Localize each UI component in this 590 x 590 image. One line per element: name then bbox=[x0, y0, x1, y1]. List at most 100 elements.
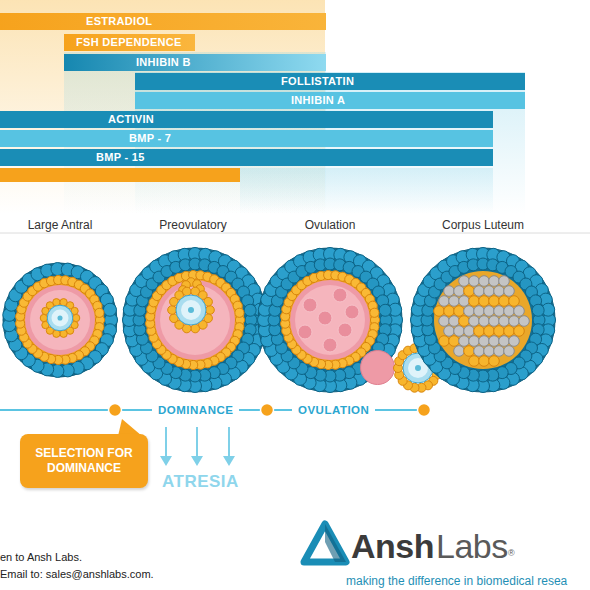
stage-label: Preovulatory bbox=[118, 218, 268, 232]
luteal-cell bbox=[474, 346, 485, 357]
luteal-cell bbox=[474, 286, 485, 297]
arrow-shaft bbox=[165, 427, 167, 459]
follicle bbox=[3, 263, 118, 378]
luteal-cell bbox=[464, 346, 475, 357]
luteal-cell bbox=[454, 346, 465, 357]
ooplasm bbox=[52, 310, 69, 327]
logo-word: Ansh bbox=[351, 527, 434, 566]
luteal-cell bbox=[484, 286, 495, 297]
theca-cells bbox=[133, 258, 257, 382]
cumulus-cells bbox=[40, 299, 80, 338]
cell bbox=[206, 306, 215, 315]
luteal-cell bbox=[469, 276, 480, 287]
luteal-cell bbox=[479, 276, 490, 287]
luteal-cell bbox=[504, 346, 515, 357]
cumulus-cells bbox=[168, 287, 215, 333]
nucleus bbox=[188, 307, 194, 313]
cell bbox=[72, 314, 79, 321]
luteal-cell bbox=[449, 316, 460, 327]
luteal-cell bbox=[454, 326, 465, 337]
follicle bbox=[258, 248, 443, 393]
luteal-cell bbox=[444, 326, 455, 337]
antrum bbox=[155, 280, 235, 360]
antrum-texture bbox=[318, 311, 332, 325]
registered-mark: ® bbox=[508, 548, 515, 558]
cell bbox=[370, 308, 379, 317]
luteal-cell bbox=[509, 336, 520, 347]
arrow-head bbox=[223, 456, 235, 466]
arrow-shaft bbox=[196, 427, 198, 459]
atresia-arrows bbox=[160, 427, 235, 466]
luteal-cell bbox=[494, 346, 505, 357]
stage-label: Ovulation bbox=[255, 218, 405, 232]
luteal-cell bbox=[439, 296, 450, 307]
timeline-dot bbox=[418, 404, 431, 417]
zona bbox=[47, 305, 73, 331]
rupture-site bbox=[361, 351, 395, 385]
bar-label: BMP - 7 bbox=[129, 130, 171, 147]
granulosa-cells bbox=[146, 270, 245, 369]
arrow-head bbox=[191, 456, 203, 466]
phase-label: OVULATION bbox=[292, 403, 375, 417]
luteal-cell bbox=[509, 296, 520, 307]
antrum-texture bbox=[303, 298, 317, 312]
luteal-cell bbox=[514, 326, 525, 337]
antrum-texture bbox=[333, 288, 347, 302]
granulosa-cells bbox=[281, 270, 380, 369]
bar-label: INHIBIN B bbox=[136, 54, 191, 71]
hormone-bar: ESTRADIOL bbox=[0, 13, 326, 30]
luteal-cell bbox=[444, 306, 455, 317]
cell bbox=[95, 308, 104, 317]
fade-panel bbox=[240, 168, 493, 214]
luteal-cell bbox=[504, 306, 515, 317]
logo-word: Labs bbox=[436, 527, 508, 566]
oocyte bbox=[168, 287, 215, 333]
follicle-illustration bbox=[408, 215, 558, 395]
luteal-cell bbox=[489, 296, 500, 307]
antrum-texture bbox=[323, 338, 337, 352]
tagline: making the difference in biomedical rese… bbox=[346, 574, 567, 588]
antrum-texture bbox=[338, 323, 352, 337]
cell bbox=[379, 304, 391, 316]
luteal-cell bbox=[479, 336, 490, 347]
luteal-cell bbox=[494, 326, 505, 337]
luteal-cell bbox=[484, 326, 495, 337]
granulosa-cells bbox=[16, 275, 105, 364]
cell bbox=[182, 287, 191, 296]
footer-text: Email to: sales@anshlabs.com. bbox=[0, 568, 154, 580]
cell bbox=[244, 304, 256, 316]
zona bbox=[176, 295, 206, 325]
follicle-stage: Corpus Luteum bbox=[408, 215, 558, 395]
theca-layer bbox=[258, 248, 402, 392]
bar-label: BMP - 15 bbox=[96, 149, 145, 166]
hormone-bar bbox=[0, 168, 240, 182]
follicle bbox=[411, 248, 556, 393]
luteal-cell bbox=[469, 296, 480, 307]
theca-cells bbox=[3, 263, 118, 378]
luteal-cell bbox=[434, 306, 445, 317]
luteal-cell bbox=[464, 286, 475, 297]
theca-cells bbox=[258, 248, 403, 393]
luteal-core bbox=[434, 271, 532, 369]
cell bbox=[532, 304, 544, 316]
luteal-cell bbox=[484, 346, 495, 357]
luteal-cell bbox=[479, 316, 490, 327]
ruptured-antrum bbox=[298, 288, 359, 352]
nucleus bbox=[57, 315, 62, 320]
luteal-cell bbox=[509, 316, 520, 327]
luteal-cells bbox=[434, 276, 530, 367]
bar-label: INHIBIN A bbox=[291, 92, 345, 109]
hormone-bar: ACTIVIN bbox=[0, 111, 493, 128]
callout-box: SELECTION FOR DOMINANCE bbox=[20, 434, 148, 488]
luteal-cell bbox=[459, 316, 470, 327]
follicle-stage: Ovulation bbox=[255, 215, 405, 395]
callout-text: SELECTION FOR DOMINANCE bbox=[30, 446, 138, 476]
atresia-label: ATRESIA bbox=[162, 472, 239, 492]
luteal-cell bbox=[489, 276, 500, 287]
granulosa-layer bbox=[146, 271, 244, 369]
luteal-cell bbox=[494, 286, 505, 297]
follicle-stage: Large Antral bbox=[0, 215, 120, 385]
luteal-cell bbox=[464, 306, 475, 317]
antrum-fluid bbox=[160, 285, 230, 355]
